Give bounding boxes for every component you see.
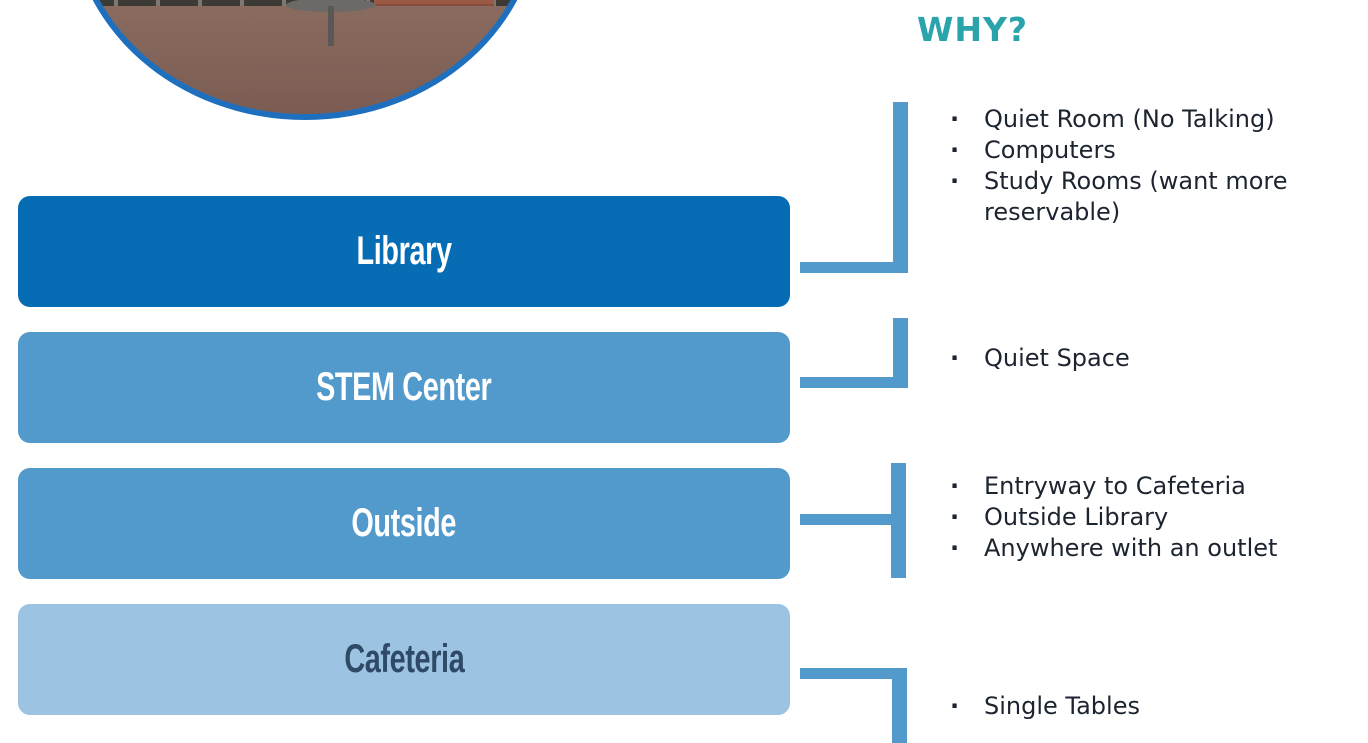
location-label: STEM Center [316,365,492,409]
connector-library-vertical [893,102,908,273]
reason-item: Anywhere with an outlet [950,533,1277,564]
location-label: Outside [351,501,457,545]
location-box-stem-center: STEM Center [18,332,790,443]
connector-library-horizontal [800,262,908,273]
photo-table-leg [328,6,334,46]
reason-item: Quiet Space [950,343,1130,374]
photo-brick-wall [374,0,494,6]
connector-outside-horizontal [800,514,893,525]
reasons-library: Quiet Room (No Talking) Computers Study … [950,104,1288,228]
location-label: Cafeteria [343,637,465,681]
reason-item: Computers [950,135,1288,166]
photo-plaza [76,6,534,114]
reason-item: Outside Library [950,502,1277,533]
location-label: Library [356,229,452,273]
library-photo [70,0,540,120]
location-box-outside: Outside [18,468,790,579]
connector-cafeteria-horizontal [800,668,907,679]
connector-outside-vertical [891,463,906,578]
reasons-cafeteria: Single Tables [950,691,1140,722]
why-heading: WHY? [917,10,1029,49]
connector-stem-vertical [893,318,908,388]
reason-item: Entryway to Cafeteria [950,471,1277,502]
reason-item: Study Rooms (want more [950,166,1288,197]
reason-item-continued: reservable) [984,198,1121,226]
connector-stem-horizontal [800,377,908,388]
reasons-outside: Entryway to Cafeteria Outside Library An… [950,471,1277,564]
reason-item: Single Tables [950,691,1140,722]
reason-item: Quiet Room (No Talking) [950,104,1288,135]
location-box-cafeteria: Cafeteria [18,604,790,715]
reasons-stem-center: Quiet Space [950,343,1130,374]
connector-cafeteria-vertical [892,668,907,743]
location-box-library: Library [18,196,790,307]
